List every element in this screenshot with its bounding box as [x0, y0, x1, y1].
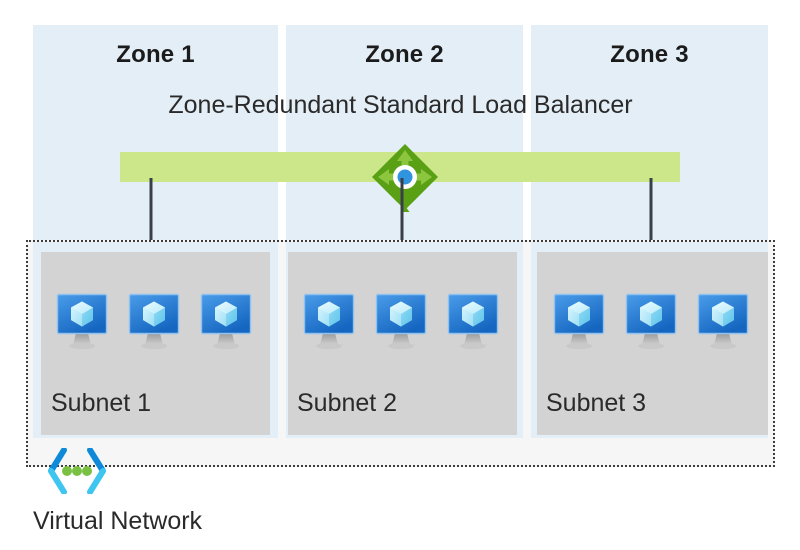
- zone-label-2: Zone 2: [365, 41, 444, 68]
- zone-panel-1: [33, 25, 278, 240]
- virtual-network-icon: [48, 447, 106, 495]
- virtual-machine-icon: [447, 293, 499, 351]
- subnet-label-3: Subnet 3: [546, 389, 647, 417]
- virtual-machine-icon: [553, 293, 605, 351]
- virtual-network-label: Virtual Network: [33, 507, 203, 535]
- virtual-machine-icon: [303, 293, 355, 351]
- virtual-machine-icon: [625, 293, 677, 351]
- zone-label-1: Zone 1: [116, 41, 195, 68]
- virtual-machine-icon: [200, 293, 252, 351]
- load-balancer-title: Zone-Redundant Standard Load Balancer: [168, 91, 633, 119]
- virtual-machine-icon: [697, 293, 749, 351]
- virtual-machine-icon: [128, 293, 180, 351]
- zone-label-3: Zone 3: [610, 41, 689, 68]
- subnet-label-1: Subnet 1: [51, 389, 152, 417]
- subnet-label-2: Subnet 2: [297, 389, 398, 417]
- virtual-machine-icon: [56, 293, 108, 351]
- virtual-machine-icon: [375, 293, 427, 351]
